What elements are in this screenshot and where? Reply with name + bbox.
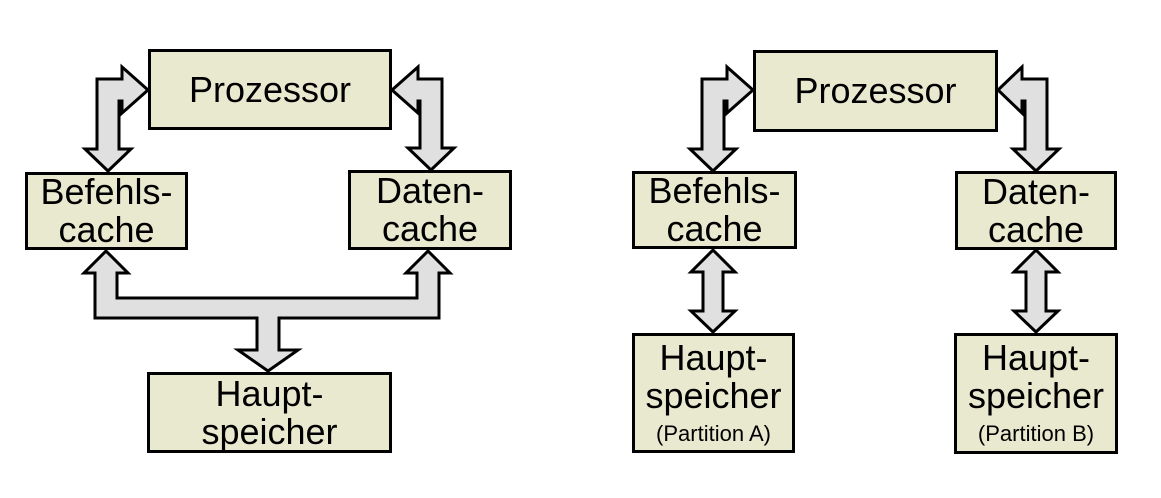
befehlscache-label-line1: Befehls-: [648, 170, 781, 211]
hauptspeicher-a-partition-note: (Partition A): [656, 420, 771, 446]
bidirectional-arrow-datencache-hauptspeicher-b: [1010, 247, 1062, 335]
hauptspeicher-label-line1: Haupt-: [215, 372, 324, 414]
hauptspeicher-box-left-diagram: Haupt- speicher: [147, 372, 392, 453]
prozessor-box-right-diagram: Prozessor: [753, 50, 998, 132]
datencache-label-line1: Daten-: [981, 170, 1091, 212]
prozessor-box-left-diagram: Prozessor: [148, 49, 392, 130]
datencache-box-left-diagram: Daten- cache: [348, 170, 512, 250]
prozessor-label: Prozessor: [794, 70, 957, 111]
prozessor-label: Prozessor: [188, 68, 352, 110]
bidirectional-arrow-prozessor-befehlscache-right-diagram: [686, 63, 756, 174]
hauptspeicher-b-partition-note: (Partition B): [977, 421, 1095, 446]
befehlscache-label-line1: Befehls-: [40, 171, 173, 212]
befehlscache-label-line2: cache: [58, 209, 155, 250]
befehlscache-box-left-diagram: Befehls- cache: [25, 172, 188, 250]
datencache-box-right-diagram: Daten- cache: [955, 171, 1117, 250]
bidirectional-arrow-prozessor-datencache-left-diagram: [389, 63, 458, 173]
befehlscache-label-line2: cache: [666, 208, 763, 249]
hauptspeicher-a-label-line1: Haupt-: [659, 336, 768, 378]
hauptspeicher-b-label-line2: speicher: [967, 375, 1105, 416]
hauptspeicher-b-label-line1: Haupt-: [981, 337, 1091, 378]
datencache-label-line1: Daten-: [375, 170, 485, 211]
bidirectional-branch-arrow-hauptspeicher-caches-left-diagram: [80, 248, 454, 373]
hauptspeicher-partition-a-box: Haupt- speicher (Partition A): [632, 333, 795, 453]
datencache-label-line2: cache: [381, 208, 479, 249]
befehlscache-box-right-diagram: Befehls- cache: [632, 171, 797, 249]
bidirectional-arrow-prozessor-befehlscache-left-diagram: [81, 63, 151, 174]
hauptspeicher-label-line2: speicher: [201, 410, 338, 452]
bidirectional-arrow-befehlscache-hauptspeicher-a: [687, 247, 739, 335]
datencache-label-line2: cache: [987, 208, 1085, 250]
bidirectional-arrow-prozessor-datencache-right-diagram: [995, 63, 1063, 174]
hauptspeicher-a-label-line2: speicher: [645, 374, 782, 416]
hauptspeicher-partition-b-box: Haupt- speicher (Partition B): [954, 333, 1118, 454]
